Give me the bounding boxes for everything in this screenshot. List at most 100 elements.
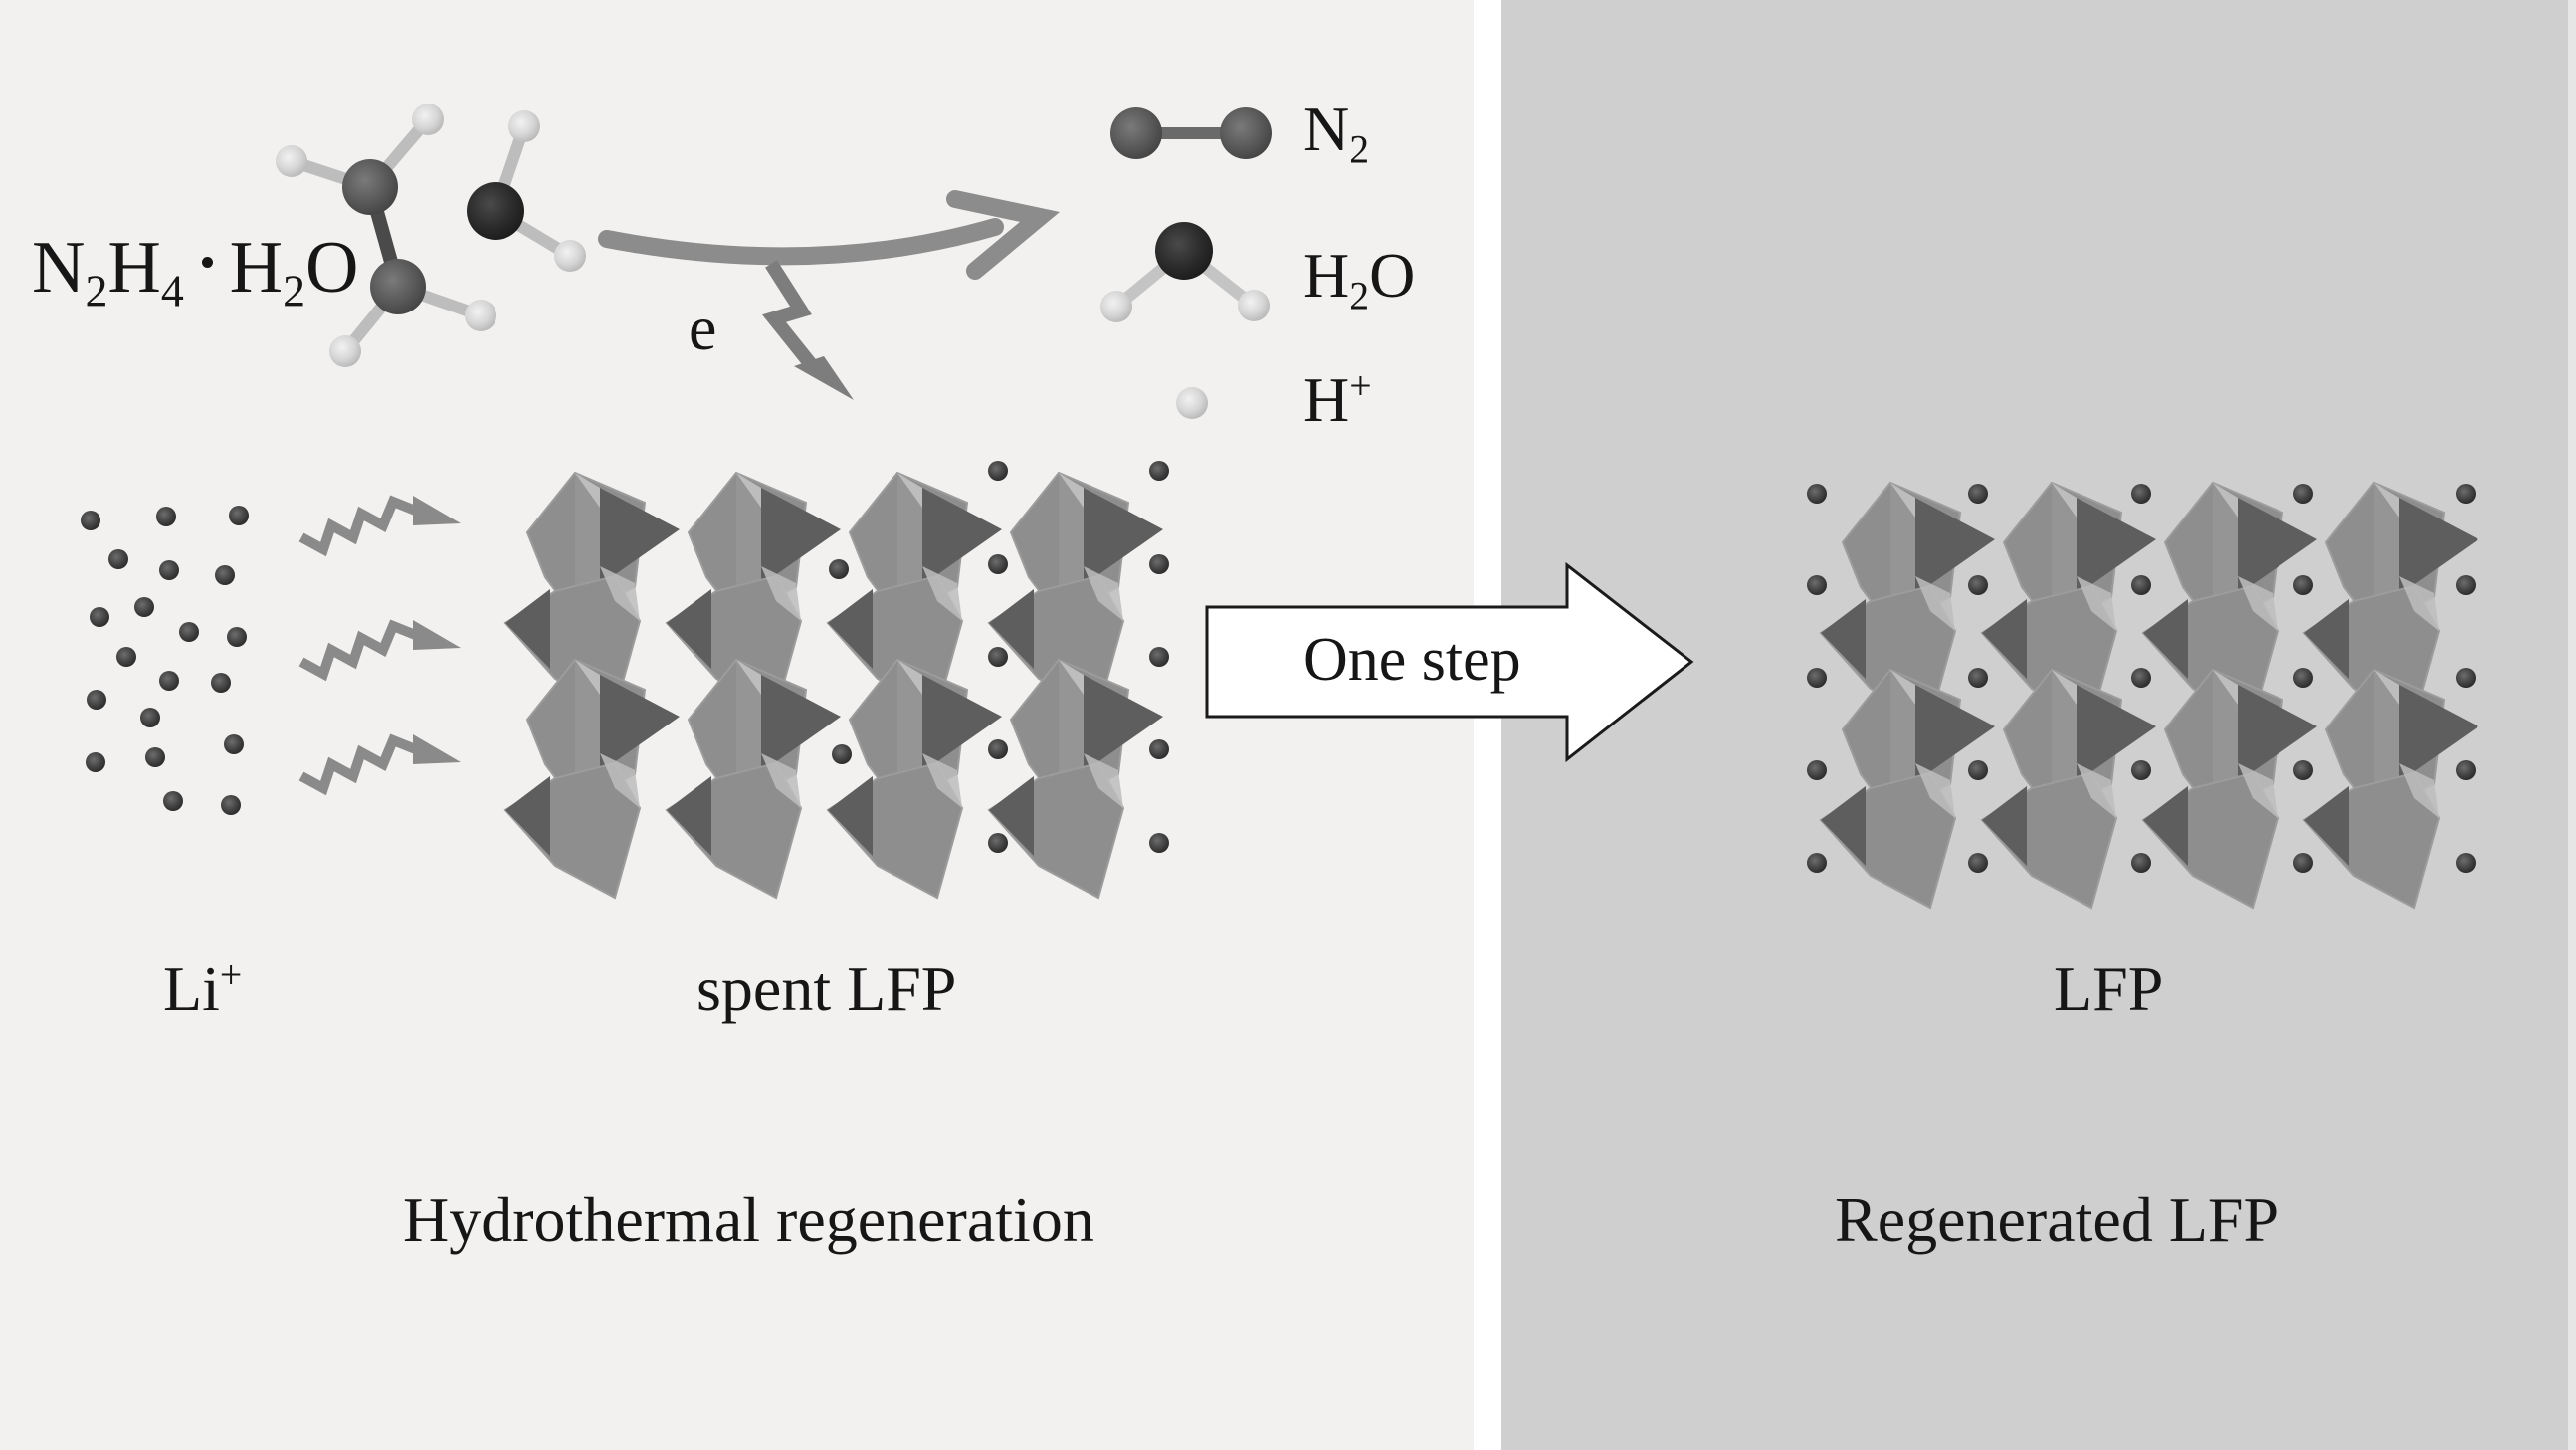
lithium-site-atom <box>2131 760 2151 780</box>
feo6-octahedron-pair <box>2302 668 2478 910</box>
lithium-ion-label: Li+ <box>163 955 242 1021</box>
n2-molecule-icon <box>1110 107 1272 159</box>
feo6-octahedron-pair <box>2141 668 2317 910</box>
lithium-ion <box>211 673 231 693</box>
lithium-ion <box>224 734 244 754</box>
lithium-site-atom <box>988 647 1008 667</box>
lithium-site-atom <box>832 744 852 764</box>
feo6-octahedron-pair <box>1819 668 1995 910</box>
feo6-octahedron-pair <box>826 471 1002 713</box>
legend-proton-sup: + <box>1349 364 1372 409</box>
legend-h2o-sub: 2 <box>1349 274 1370 318</box>
lithium-ion <box>145 747 165 767</box>
formula-sub-2: 2 <box>85 265 108 316</box>
lithium-ion <box>159 560 179 580</box>
lithium-ion <box>90 607 109 627</box>
lithium-site-atom <box>2293 575 2313 595</box>
lithium-site-atom <box>2131 575 2151 595</box>
formula-sub-4: 4 <box>160 265 184 316</box>
lithium-ion <box>215 565 235 585</box>
lithium-site-atom <box>1149 554 1169 574</box>
lithium-site-atom <box>1807 575 1827 595</box>
left-panel-caption: Hydrothermal regeneration <box>403 1184 1094 1255</box>
lithium-site-atom <box>2131 853 2151 873</box>
wavy-arrow-icon <box>298 495 461 557</box>
spent-lfp-structure-icon <box>503 461 1169 900</box>
feo6-octahedron-pair <box>1980 481 2156 723</box>
legend-proton-label: H+ <box>1303 366 1372 432</box>
panel-divider <box>1474 0 1501 1450</box>
lithium-site-atom <box>2456 668 2476 688</box>
lithium-site-atom <box>2293 668 2313 688</box>
wavy-arrow-icon <box>298 733 461 796</box>
lithium-site-atom <box>988 833 1008 853</box>
lithium-site-atom <box>1807 853 1827 873</box>
lithium-ion <box>116 647 136 667</box>
legend-n2-base: N <box>1303 94 1350 164</box>
legend-proton-base: H <box>1303 364 1350 435</box>
electron-bolt-icon <box>762 260 854 400</box>
formula-sub-2b: 2 <box>283 265 306 316</box>
lithium-ion <box>140 708 160 727</box>
lithium-site-atom <box>1968 853 1988 873</box>
lithium-sup: + <box>219 953 243 998</box>
feo6-octahedron-pair <box>2302 481 2478 723</box>
lithium-site-atom <box>1807 484 1827 504</box>
feo6-octahedron-pair <box>665 658 841 900</box>
lithium-site-atom <box>829 559 849 579</box>
lithium-ion <box>134 597 154 617</box>
legend-n2-label: N2 <box>1303 98 1369 170</box>
one-step-label: One step <box>1303 626 1521 694</box>
lithium-ion <box>221 795 241 815</box>
lithium-site-atom <box>1149 461 1169 481</box>
formula-h: H <box>107 227 161 309</box>
spent-lfp-label: spent LFP <box>696 953 957 1024</box>
lithium-site-atom <box>2456 575 2476 595</box>
lithium-site-atom <box>1807 668 1827 688</box>
electron-label: e <box>689 293 717 363</box>
lithium-site-atom <box>1149 647 1169 667</box>
wavy-arrow-icon <box>298 619 461 682</box>
lithium-site-atom <box>2293 853 2313 873</box>
feo6-octahedron-pair <box>826 658 1002 900</box>
lithium-site-atom <box>1968 668 1988 688</box>
free-lithium-ions <box>81 506 249 815</box>
formula-h2: H <box>229 227 284 309</box>
regenerated-lfp-structure-icon <box>1807 481 2478 910</box>
lithium-site-atom <box>2456 760 2476 780</box>
one-step-arrow <box>1205 561 1694 763</box>
lithium-site-atom <box>988 739 1008 759</box>
lithium-ion <box>159 671 179 691</box>
right-edge <box>2568 0 2576 1450</box>
lithium-ion <box>81 511 100 530</box>
regenerated-structure-label: LFP <box>2054 953 2164 1024</box>
formula-n: N <box>32 227 86 309</box>
lithium-site-atom <box>2456 484 2476 504</box>
legend-n2-sub: 2 <box>1349 127 1370 172</box>
middle-dot <box>201 256 214 269</box>
legend-h2o-label: H2O <box>1303 244 1415 316</box>
lithium-ion <box>156 507 176 526</box>
lithium-ion <box>179 622 199 642</box>
lithium-site-atom <box>988 554 1008 574</box>
reaction-arrow-icon <box>598 190 1061 280</box>
lithium-site-atom <box>1968 575 1988 595</box>
lithium-ion <box>163 791 183 811</box>
right-panel-caption: Regenerated LFP <box>1835 1184 2279 1255</box>
feo6-octahedron-pair <box>1980 668 2156 910</box>
wavy-arrows <box>298 495 461 796</box>
lithium-site-atom <box>2456 853 2476 873</box>
lithium-site-atom <box>2293 484 2313 504</box>
lithium-ion <box>86 752 105 772</box>
water-molecule-icon <box>1100 222 1270 322</box>
lithium-site-atom <box>988 461 1008 481</box>
lithium-base: Li <box>163 953 220 1024</box>
lithium-site-atom <box>2293 760 2313 780</box>
lithium-site-atom <box>1968 484 1988 504</box>
formula-o: O <box>305 227 359 309</box>
lithium-ion <box>108 549 128 569</box>
legend-h2o-tail: O <box>1369 240 1416 311</box>
hydrazine-hydrate-molecule-icon <box>276 104 586 367</box>
